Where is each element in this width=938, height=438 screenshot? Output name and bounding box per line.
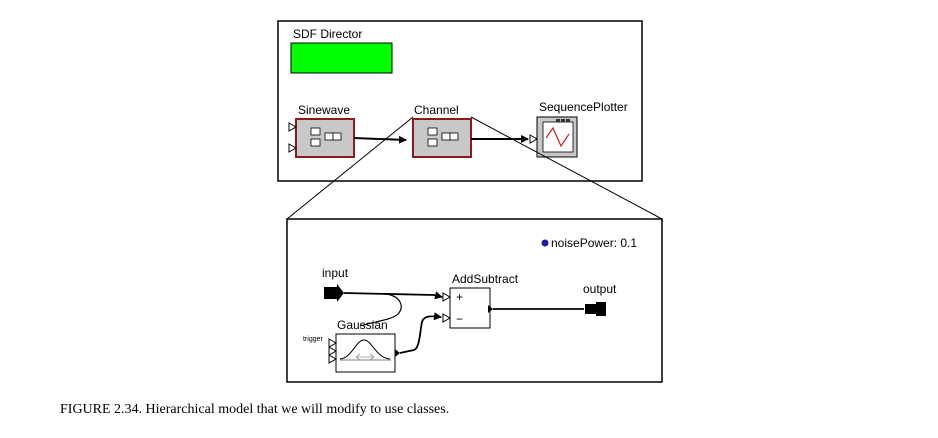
connection-input-gaussian-trigger xyxy=(359,293,402,327)
port-icon xyxy=(288,122,298,132)
addsubtract-label: AddSubtract xyxy=(452,272,519,286)
port-icon xyxy=(395,349,400,357)
sdf-director[interactable] xyxy=(290,42,393,74)
sequenceplotter-actor[interactable] xyxy=(529,116,578,158)
sine-wave-icon xyxy=(545,126,570,148)
gaussian-actor[interactable] xyxy=(328,333,400,373)
port-icon xyxy=(288,143,298,153)
trigger-label: trigger xyxy=(303,336,324,343)
channel-actor[interactable] xyxy=(412,118,472,158)
connection-sinewave-channel xyxy=(353,135,407,144)
zoom-line-left xyxy=(286,116,414,220)
port-icon xyxy=(529,134,539,144)
port-icon xyxy=(328,354,338,364)
parameter-dot xyxy=(541,239,549,247)
channel-label: Channel xyxy=(414,103,459,117)
input-label: input xyxy=(322,266,349,280)
port-icon xyxy=(328,346,338,356)
plot-window-icon xyxy=(542,121,574,153)
zoom-line-right xyxy=(470,116,663,220)
composite-icon xyxy=(310,127,342,147)
figure-caption: FIGURE 2.34. Hierarchical model that we … xyxy=(60,402,450,417)
input-port[interactable] xyxy=(324,284,344,302)
port-icon xyxy=(488,305,493,313)
addsubtract-actor[interactable]: + − xyxy=(442,287,493,329)
double-arrow-icon xyxy=(355,353,375,361)
connection-input-adder xyxy=(343,291,443,300)
output-label: output xyxy=(583,282,617,296)
port-icon xyxy=(328,338,338,348)
composite-icon xyxy=(427,127,459,147)
minus-port-label: − xyxy=(456,312,463,326)
sinewave-label: Sinewave xyxy=(298,103,350,117)
connection-gaussian-adder xyxy=(399,312,442,354)
noise-power-parameter[interactable]: noisePower: 0.1 xyxy=(551,236,637,250)
director-label: SDF Director xyxy=(293,27,362,41)
bell-curve-icon xyxy=(339,339,391,360)
sinewave-actor[interactable] xyxy=(288,118,355,158)
output-port[interactable] xyxy=(585,302,606,316)
port-icon xyxy=(442,292,452,302)
plus-port-label: + xyxy=(456,290,463,304)
sequenceplotter-label: SequencePlotter xyxy=(539,100,628,114)
port-icon xyxy=(442,313,452,323)
